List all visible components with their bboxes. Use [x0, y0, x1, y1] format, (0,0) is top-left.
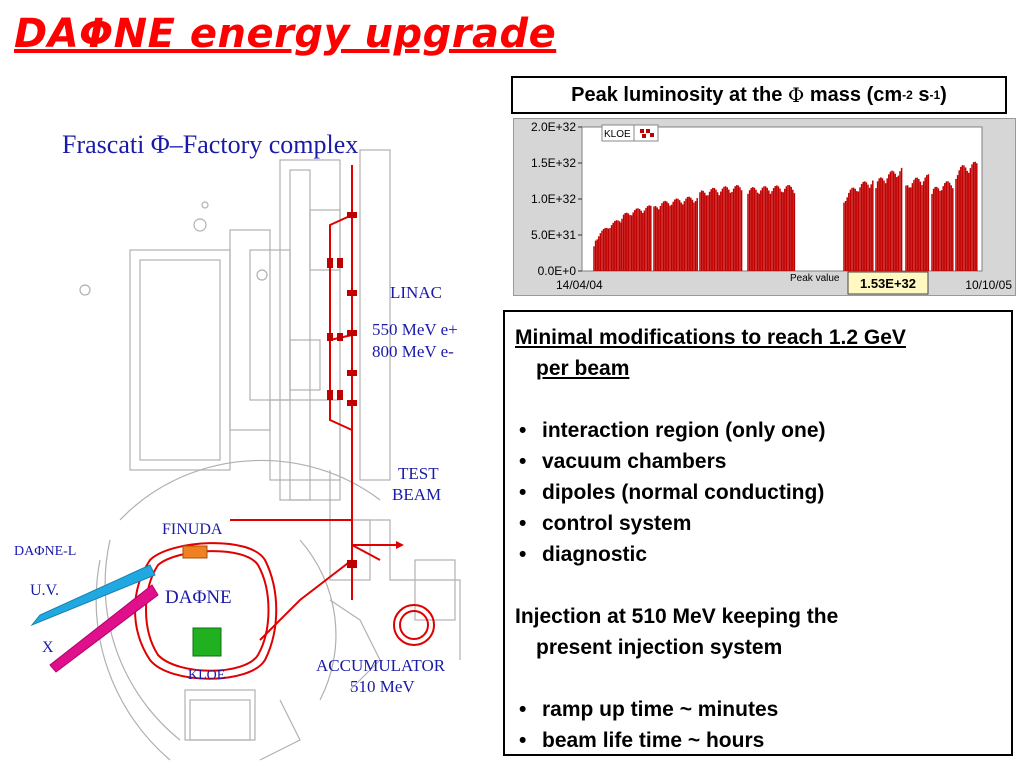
lum-title-mid: mass (cm	[809, 83, 903, 106]
legend-swatch	[650, 133, 654, 137]
peak-value: 1.53E+32	[860, 276, 916, 291]
luminosity-segment	[905, 174, 930, 271]
finuda-detector	[182, 545, 208, 559]
modification-list: interaction region (only one)vacuum cham…	[515, 415, 1001, 570]
luminosity-segment	[875, 167, 903, 271]
y-tick-label: 0.0E+0	[538, 264, 577, 278]
info-box: Minimal modifications to reach 1.2 GeV p…	[503, 310, 1013, 756]
lum-title-mid2: s	[918, 83, 930, 106]
legend-swatch	[640, 129, 644, 133]
luminosity-segment	[747, 184, 796, 271]
modification-item: diagnostic	[515, 539, 1001, 570]
slide-title: DAΦNE energy upgrade	[14, 11, 557, 57]
test-beam-label-2: BEAM	[392, 485, 441, 504]
x-start-label: 14/04/04	[556, 278, 603, 292]
linac-energy-label-1: 550 MeV e+	[372, 320, 458, 339]
injection-line-1: Injection at 510 MeV keeping the	[515, 605, 839, 628]
peak-value-label: Peak value	[790, 273, 840, 284]
x-end-label: 10/10/05	[965, 278, 1012, 292]
performance-item: ramp up time ~ minutes	[515, 694, 1001, 725]
luminosity-segment	[843, 180, 874, 271]
performance-item: beam life time ~ hours	[515, 725, 1001, 756]
y-tick-label: 5.0E+31	[531, 228, 576, 242]
performance-list: ramp up time ~ minutesbeam life time ~ h…	[515, 694, 1001, 756]
x-label: X	[42, 639, 54, 656]
daphne-label: DAΦNE	[165, 587, 232, 608]
luminosity-segment	[621, 205, 652, 271]
lum-title-exp1: -2	[902, 88, 913, 102]
modification-item: dipoles (normal conducting)	[515, 477, 1001, 508]
uv-label: U.V.	[30, 582, 59, 599]
accumulator-label-1: ACCUMULATOR	[316, 656, 446, 675]
lum-title-phi: Φ	[787, 83, 805, 107]
luminosity-segment	[653, 196, 698, 271]
kloe-label: KLOE	[188, 668, 225, 683]
legend-swatch	[642, 134, 646, 138]
modification-item: control system	[515, 508, 1001, 539]
modification-item: interaction region (only one)	[515, 415, 1001, 446]
luminosity-segment	[593, 220, 622, 271]
linac-energy-label-2: 800 MeV e-	[372, 342, 454, 361]
luminosity-segment	[955, 161, 978, 271]
info-heading-2: per beam	[536, 357, 630, 380]
legend-label: KLOE	[604, 129, 631, 140]
accumulator-label-2: 510 MeV	[350, 677, 415, 696]
kloe-detector	[192, 627, 222, 657]
info-heading-1: Minimal modifications to reach 1.2 GeV	[515, 326, 906, 349]
lum-title-prefix: Peak luminosity at the	[571, 83, 783, 106]
lum-title-suffix: )	[940, 83, 947, 106]
y-tick-label: 1.5E+32	[531, 156, 576, 170]
test-beam-label-1: TEST	[398, 464, 439, 483]
daphne-l-label: DAΦNE-L	[14, 544, 76, 559]
legend-swatch	[646, 129, 650, 133]
lum-title-exp2: -1	[929, 88, 941, 102]
luminosity-segment	[931, 181, 954, 271]
facility-diagram: LINAC 550 MeV e+ 800 MeV e- TEST BEAM FI…	[14, 149, 461, 761]
luminosity-segment	[699, 185, 743, 271]
luminosity-title: Peak luminosity at the Φ mass (cm-2 s-1)	[511, 76, 1007, 114]
linac-label: LINAC	[390, 283, 442, 302]
y-tick-label: 1.0E+32	[531, 192, 576, 206]
finuda-label: FINUDA	[162, 521, 223, 538]
peak-value-box	[847, 271, 929, 295]
y-tick-label: 2.0E+32	[531, 120, 576, 134]
diagram-title: Frascati Φ–Factory complex	[62, 130, 359, 159]
injection-line-2: present injection system	[536, 636, 783, 659]
modification-item: vacuum chambers	[515, 446, 1001, 477]
